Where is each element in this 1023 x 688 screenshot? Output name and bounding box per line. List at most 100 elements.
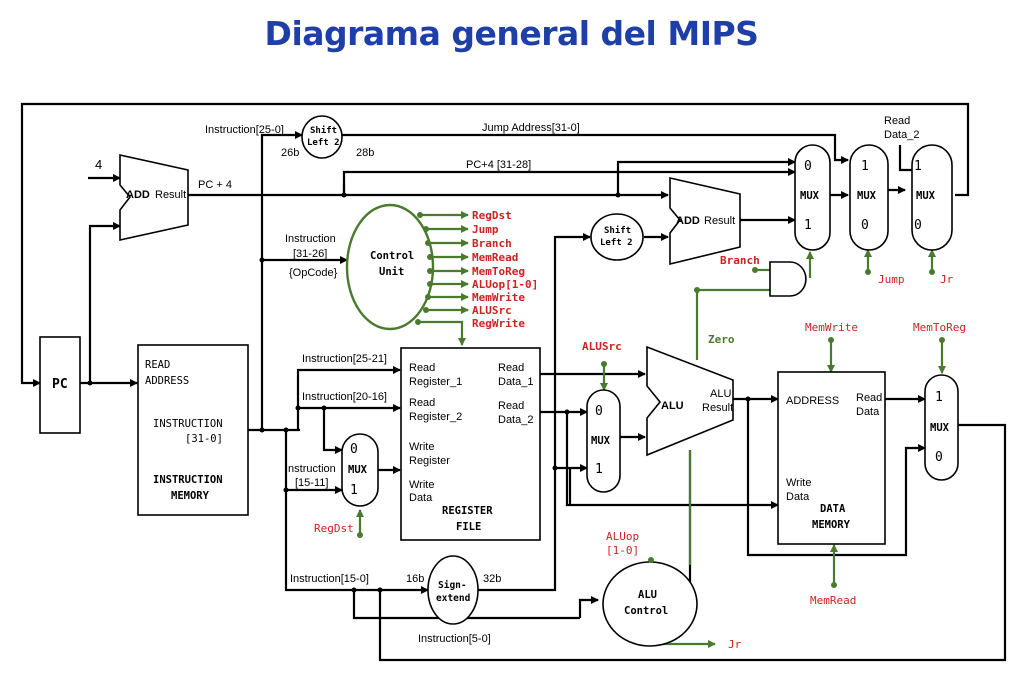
control-unit xyxy=(345,203,435,331)
alu-control-jr: Jr xyxy=(728,638,742,651)
sig-memwrite: MemWrite xyxy=(472,291,525,304)
mux-alusrc-in1: 1 xyxy=(595,462,603,477)
rf-rr2-b: Register_2 xyxy=(409,411,462,423)
pc-register xyxy=(39,336,81,434)
alu-result-b: Result xyxy=(702,402,733,414)
dmem-memread: MemRead xyxy=(810,594,856,607)
mux-memtoreg-in0: 1 xyxy=(935,390,943,405)
shift-left-top-1: Shift xyxy=(310,125,337,136)
mux-jr-top-b: Data_2 xyxy=(884,129,919,141)
sig-regwrite: RegWrite xyxy=(472,317,525,330)
sig-alusrc: ALUSrc xyxy=(472,304,512,317)
branch-and-gate xyxy=(769,261,807,297)
mux-alusrc xyxy=(586,389,621,493)
dmem-write-a: Write xyxy=(786,477,811,489)
sig-memtoreg: MemToReg xyxy=(472,265,525,278)
mux-regdst-in1: 1 xyxy=(350,483,358,498)
shift-left-top xyxy=(301,115,343,159)
mux-jr-in0: 1 xyxy=(914,159,922,174)
imem-read-address-2: ADDRESS xyxy=(145,375,189,387)
imem-name-1: INSTRUCTION xyxy=(153,474,223,486)
instr-imm-label: Instruction[15-0] xyxy=(290,573,369,585)
mux-branch-in1: 1 xyxy=(804,218,812,233)
pc4-bits-label: PC+4 [31-28] xyxy=(466,159,531,171)
alu-zero: Zero xyxy=(708,333,735,346)
instruction-memory xyxy=(137,344,249,516)
branch-gate-label: Branch xyxy=(720,254,760,267)
rf-rd1-b: Data_1 xyxy=(498,376,533,388)
alu-control-op-a: ALUop xyxy=(606,530,639,543)
mux-jump-in0: 1 xyxy=(861,159,869,174)
control-in-3: {OpCode} xyxy=(289,267,338,279)
mux-alusrc-ctrl: ALUSrc xyxy=(582,340,622,353)
alu-control-2: Control xyxy=(624,605,668,617)
mux-jump-label: MUX xyxy=(857,190,877,202)
constant-four: 4 xyxy=(95,157,102,172)
sign-extend xyxy=(427,555,479,625)
mux-jump-in1: 0 xyxy=(861,218,869,233)
sig-branch: Branch xyxy=(472,237,512,250)
mux-branch xyxy=(794,144,831,251)
shift-top-out-bits: 28b xyxy=(356,147,374,159)
instr-rt-label: Instruction[20-16] xyxy=(302,391,387,403)
instr-rd-label-a: Instruction xyxy=(285,463,336,475)
control-unit-2: Unit xyxy=(379,266,404,278)
dmem-read-b: Data xyxy=(856,406,880,418)
alu-control-1: ALU xyxy=(638,589,657,601)
pc4-adder xyxy=(119,154,189,241)
mux-regdst xyxy=(341,433,379,507)
shift-top-in-bits: 26b xyxy=(281,147,299,159)
alu-control-op-b: [1-0] xyxy=(606,544,639,557)
register-file xyxy=(400,347,541,541)
imem-instruction-label: INSTRUCTION xyxy=(153,418,223,430)
branch-adder xyxy=(669,176,741,266)
shift-left-mid-2: Left 2 xyxy=(600,238,633,248)
instr-rd-label-b: [15-11] xyxy=(295,477,328,489)
rf-wd-b: Data xyxy=(409,492,433,504)
branch-adder-result: Result xyxy=(704,215,735,227)
sign-extend-1: Sign- xyxy=(438,580,467,591)
imem-read-address-1: READ xyxy=(145,359,170,371)
mux-jr-label: MUX xyxy=(916,190,936,202)
sig-aluop: ALUop[1-0] xyxy=(472,278,538,291)
dmem-name-1: DATA xyxy=(820,503,846,515)
pc4-output-label: PC + 4 xyxy=(198,179,232,191)
mux-regdst-ctrl: RegDst xyxy=(314,522,354,535)
mux-memtoreg-in1: 0 xyxy=(935,450,943,465)
imem-name-2: MEMORY xyxy=(171,490,210,502)
rf-name-1: REGISTER xyxy=(442,505,493,517)
dmem-address: ADDRESS xyxy=(786,395,839,407)
mux-jr-ctrl: Jr xyxy=(940,273,954,286)
rf-wr-b: Register xyxy=(409,455,450,467)
instr-rs-label: Instruction[25-21] xyxy=(302,353,387,365)
page-title: Diagrama general del MIPS xyxy=(264,14,759,53)
sig-regdst: RegDst xyxy=(472,209,512,222)
rf-wr-a: Write xyxy=(409,441,434,453)
rf-rr2-a: Read xyxy=(409,397,435,409)
sign-extend-2: extend xyxy=(436,593,471,604)
dmem-read-a: Read xyxy=(856,392,882,404)
rf-rd2-a: Read xyxy=(498,400,524,412)
control-unit-1: Control xyxy=(370,250,414,262)
rf-rr1-a: Read xyxy=(409,362,435,374)
mux-jump xyxy=(849,144,889,251)
dmem-name-2: MEMORY xyxy=(812,519,851,531)
wire-junctions xyxy=(87,192,751,593)
mux-jr xyxy=(911,144,953,251)
mux-regdst-in0: 0 xyxy=(350,442,358,457)
sign-extend-in: 16b xyxy=(406,573,424,585)
alu xyxy=(646,345,734,457)
mux-alusrc-label: MUX xyxy=(591,435,611,447)
dmem-write-b: Data xyxy=(786,491,810,503)
sig-memread: MemRead xyxy=(472,251,518,264)
mux-memtoreg-label: MUX xyxy=(930,422,950,434)
data-memory xyxy=(777,371,886,545)
alu-result-a: ALU xyxy=(710,388,731,400)
mux-memtoreg-ctrl: MemToReg xyxy=(913,321,966,334)
mux-alusrc-in0: 0 xyxy=(595,404,603,419)
mux-branch-label: MUX xyxy=(800,190,820,202)
dmem-memwrite: MemWrite xyxy=(805,321,858,334)
alu-label: ALU xyxy=(661,400,684,412)
rf-rd2-b: Data_2 xyxy=(498,414,533,426)
pc4-adder-result: Result xyxy=(155,189,186,201)
